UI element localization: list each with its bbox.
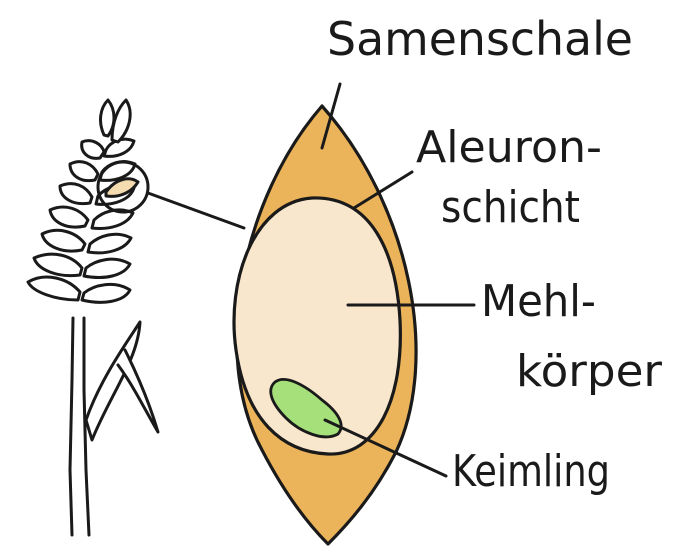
zoom-connector-line — [148, 193, 244, 228]
wheat-stem — [70, 318, 89, 535]
label-seed-coat: Samenschale — [327, 12, 633, 66]
label-endosperm-line1: Mehl- — [481, 276, 596, 327]
wheat-ear-icon — [28, 100, 158, 535]
label-endosperm-line2: körper — [516, 346, 663, 397]
grain-cross-section — [234, 106, 416, 544]
wheat-leaf-tip — [118, 350, 158, 432]
label-aleurone-line2: schicht — [441, 182, 580, 233]
label-germ: Keimling — [452, 446, 610, 497]
label-aleurone-line1: Aleuron- — [416, 122, 602, 173]
spikelets-top — [101, 100, 131, 142]
